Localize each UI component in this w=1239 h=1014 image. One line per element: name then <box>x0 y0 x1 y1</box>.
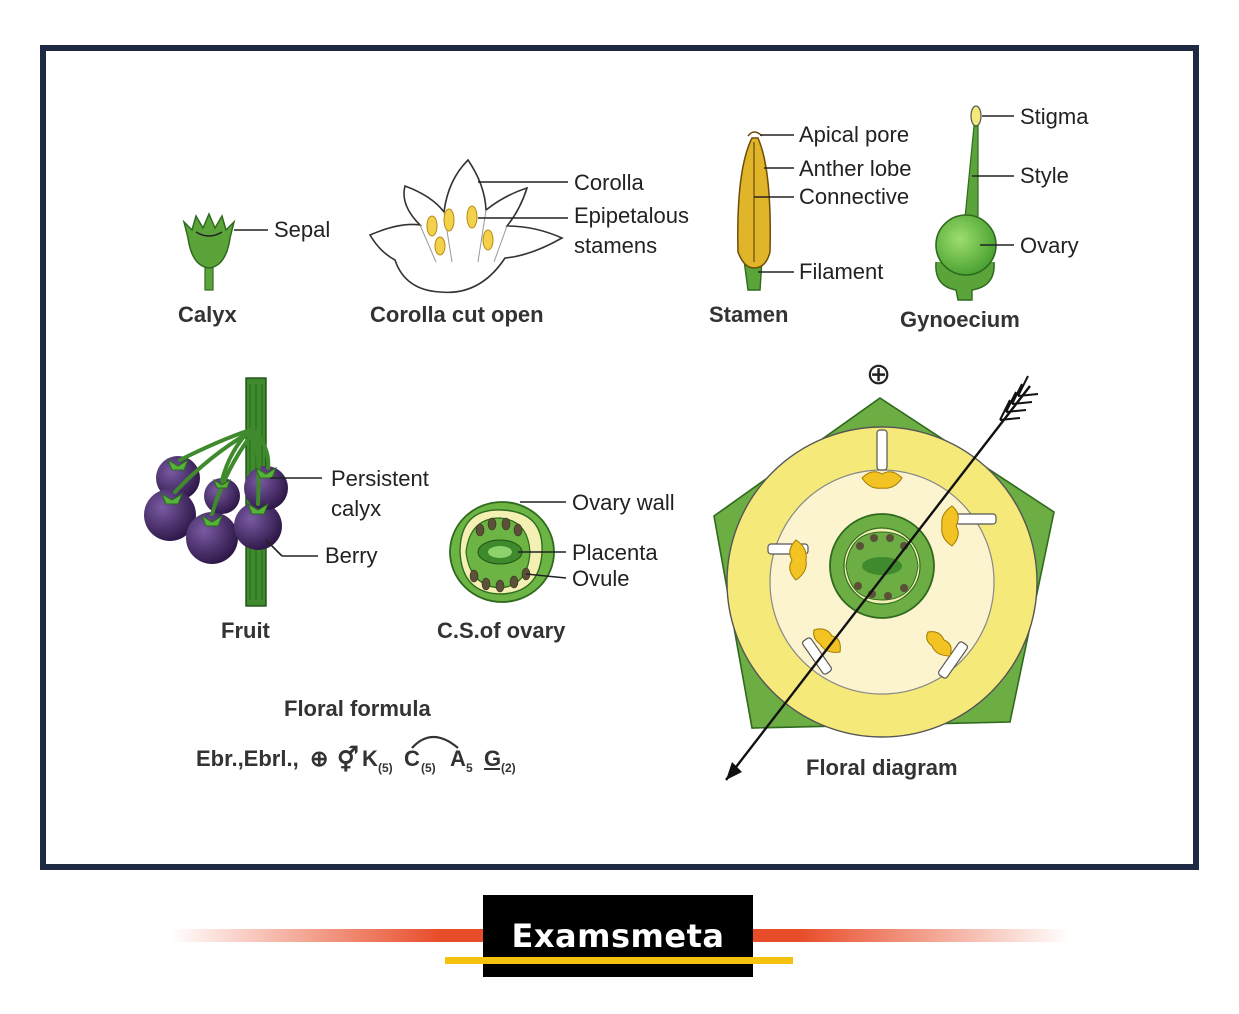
brand-box: Examsmeta <box>483 895 753 977</box>
corolla-figure <box>368 158 564 294</box>
floral-diagram-caption: Floral diagram <box>806 755 958 780</box>
ovary-wall-label: Ovary wall <box>572 490 675 515</box>
calyx-figure <box>182 212 236 291</box>
stamen-figure <box>737 131 771 291</box>
formula-a: A <box>450 746 466 771</box>
stamens-label: stamens <box>574 233 657 258</box>
calyx-caption: Calyx <box>178 302 237 327</box>
persistent-label: Persistent <box>331 466 429 491</box>
connective-label: Connective <box>799 184 909 209</box>
gynoecium-caption: Gynoecium <box>900 307 1020 332</box>
floral-formula: Ebr.,Ebrl., ⊕ ⚥ K (5) C (5) A 5 G (2) <box>196 735 516 775</box>
formula-prefix: Ebr.,Ebrl., <box>196 746 299 771</box>
calyx-label: calyx <box>331 496 381 521</box>
ovule-label: Ovule <box>572 566 629 591</box>
footer-underline <box>445 957 793 964</box>
stamen-caption: Stamen <box>709 302 788 327</box>
formula-g-sub: (2) <box>501 761 516 775</box>
formula-c-sub: (5) <box>421 761 436 775</box>
berry-leader-a <box>265 539 283 557</box>
fruit-caption: Fruit <box>221 618 271 643</box>
cs-ovary-caption: C.S.of ovary <box>437 618 566 643</box>
filament-label: Filament <box>799 259 883 284</box>
formula-g: G <box>484 746 501 771</box>
solanaceae-diagram: Sepal Calyx Corolla Epipetalous stamens … <box>144 104 1089 781</box>
corolla-caption: Corolla cut open <box>370 302 544 327</box>
anther-lobe-label: Anther lobe <box>799 156 912 181</box>
diagram-frame <box>40 45 1199 870</box>
ovary-label: Ovary <box>1020 233 1079 258</box>
floral-diagram <box>713 375 1055 781</box>
gynoecium-figure <box>935 105 997 301</box>
formula-a-sub: 5 <box>466 761 473 775</box>
floral-formula-title: Floral formula <box>284 696 431 721</box>
berry-label: Berry <box>325 543 378 568</box>
style-label: Style <box>1020 163 1069 188</box>
placenta-label: Placenta <box>572 540 658 565</box>
bisexual-symbol: ⚥ <box>337 745 359 774</box>
apical-pore-label: Apical pore <box>799 122 909 147</box>
epipetaly-arc <box>411 735 459 749</box>
corolla-label: Corolla <box>574 170 644 195</box>
formula-c: C <box>404 746 420 771</box>
epipetalous-label: Epipetalous <box>574 203 689 228</box>
ovule-leader <box>525 573 567 579</box>
stigma-label: Stigma <box>1020 104 1089 129</box>
sepal-label: Sepal <box>274 217 330 242</box>
actinomorphic-symbol: ⊕ <box>310 746 328 771</box>
fruit-figure <box>144 377 288 607</box>
formula-k-sub: (5) <box>378 761 393 775</box>
floral-diagram-symbol: ⊕ <box>866 358 891 391</box>
formula-k: K <box>362 746 378 771</box>
brand-name: Examsmeta <box>511 917 725 955</box>
